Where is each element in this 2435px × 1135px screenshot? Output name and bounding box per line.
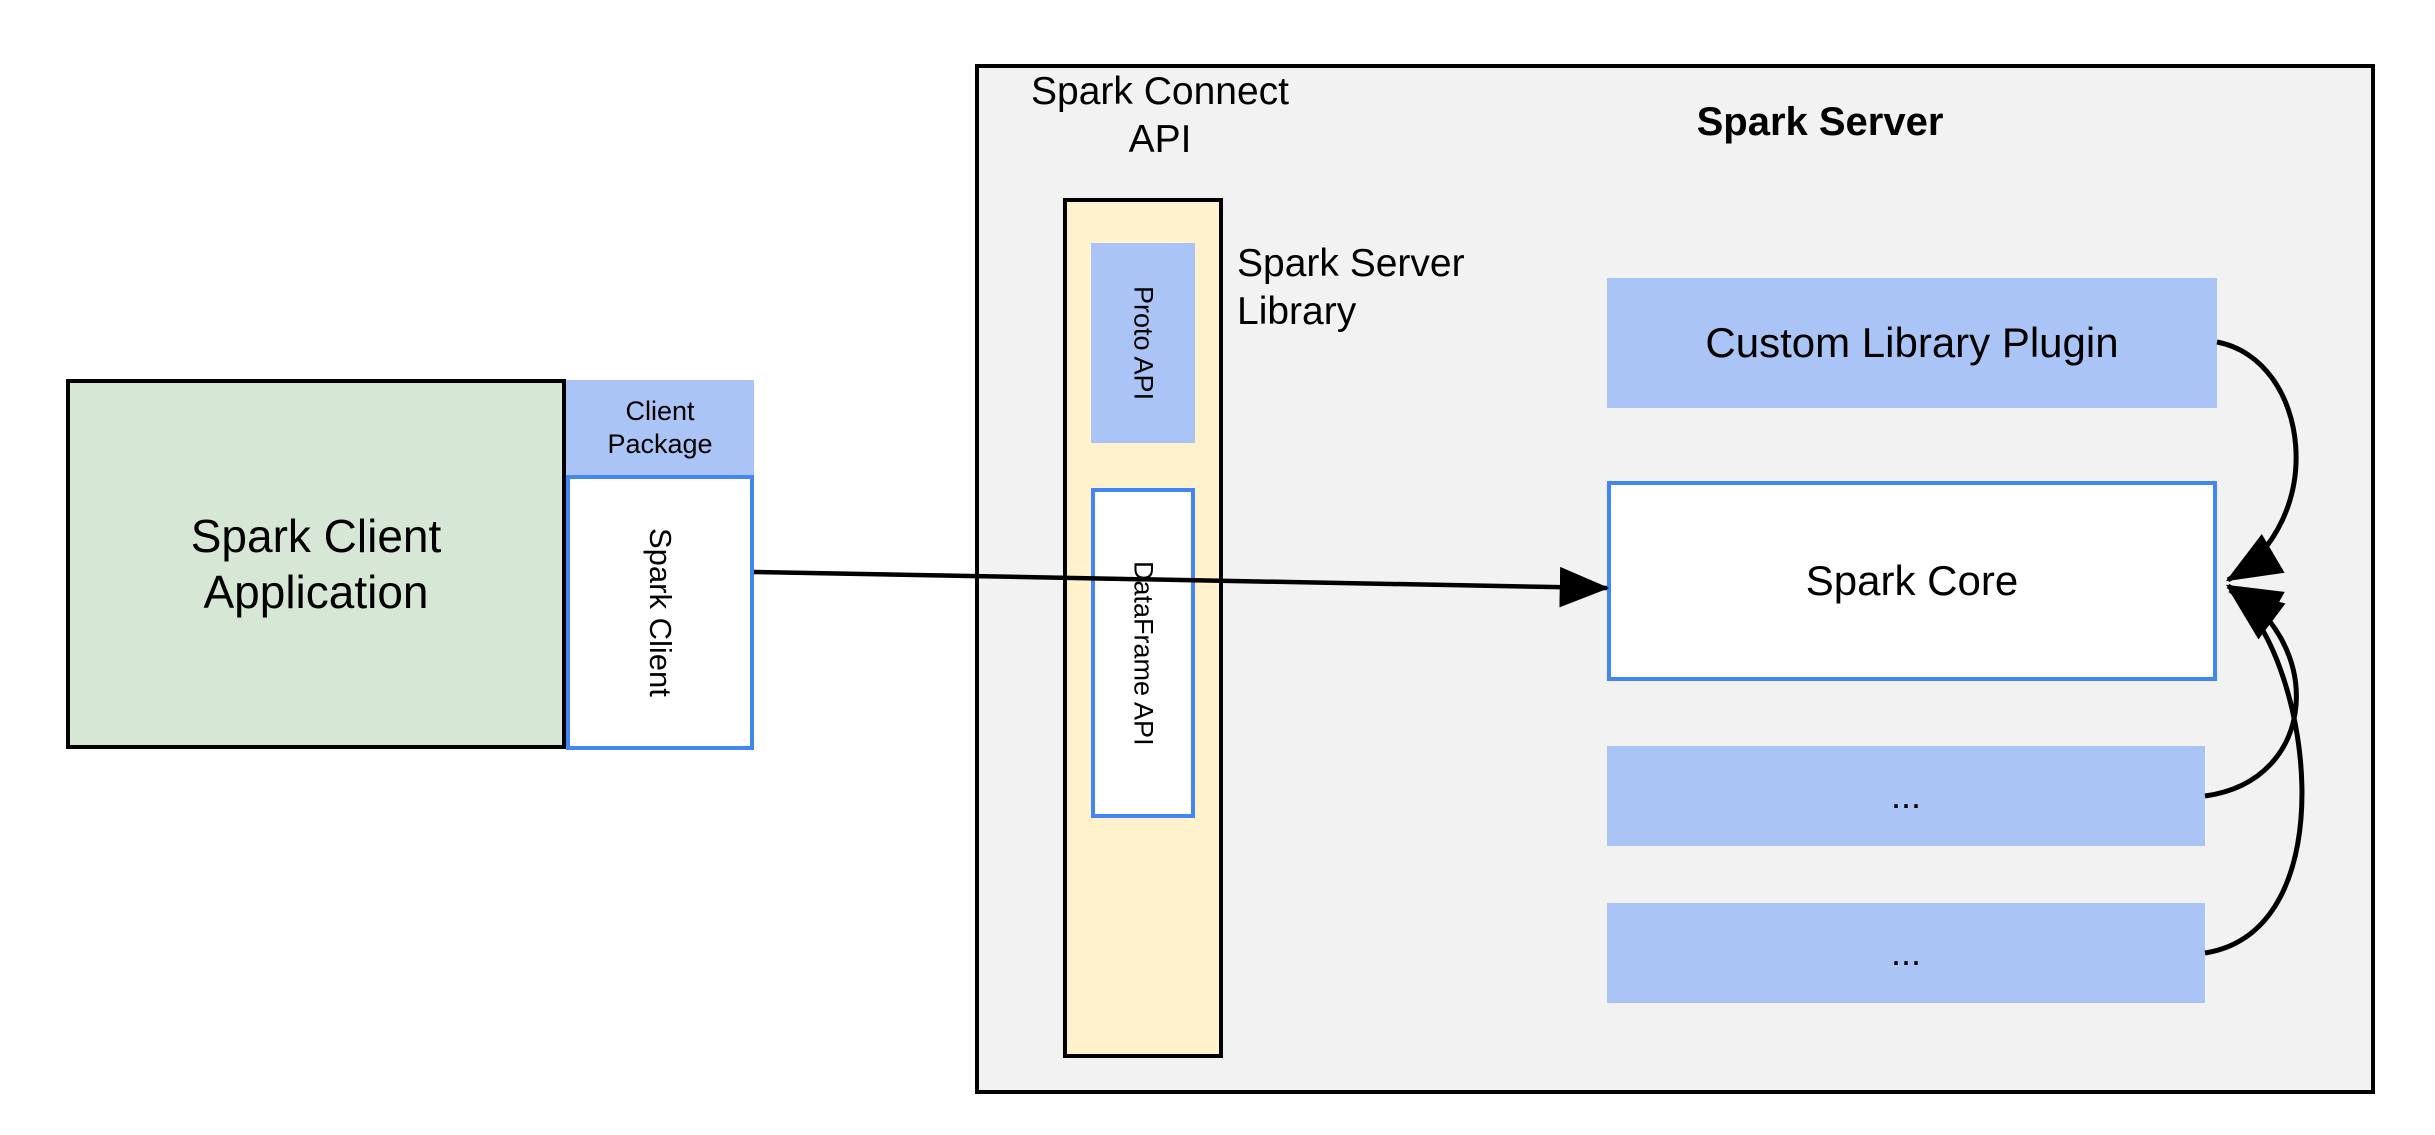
spark-server-library-label: Spark Server Library [1237,240,1567,335]
ellipsis-block-one-label: ... [1890,775,1921,817]
client-package-line-2: Package [607,428,713,459]
spark-client-application-line-2: Application [203,566,429,618]
spark-client-application-line-1: Spark Client [190,509,442,562]
client-package-line-1: Client [625,396,695,427]
spark-server-library-line-1: Spark Server [1237,242,1465,285]
client-package-block: Client Package [566,380,754,475]
dataframe-api-block: DataFrame API [1091,488,1195,818]
spark-core-label: Spark Core [1805,556,2019,604]
spark-server-library-line-2: Library [1237,289,1357,333]
spark-connect-api-label: Spark Connect API [1000,68,1320,163]
spark-client-label: Spark Client [642,528,678,697]
ellipsis-block-two: ... [1607,903,2205,1003]
spark-client-block: Spark Client [566,475,754,750]
spark-connect-api-line-2: API [1128,117,1192,161]
proto-api-block: Proto API [1091,243,1195,443]
dataframe-api-label: DataFrame API [1128,560,1159,746]
custom-library-plugin-block: Custom Library Plugin [1607,278,2217,408]
ellipsis-block-two-label: ... [1890,932,1921,974]
spark-core-block: Spark Core [1607,481,2217,681]
spark-client-application-block: Spark Client Application [66,379,566,749]
ellipsis-block-one: ... [1607,746,2205,846]
spark-connect-api-line-1: Spark Connect [1031,70,1289,113]
custom-library-plugin-label: Custom Library Plugin [1705,318,2119,366]
spark-server-title: Spark Server [1696,100,1944,144]
proto-api-label: Proto API [1128,285,1159,401]
